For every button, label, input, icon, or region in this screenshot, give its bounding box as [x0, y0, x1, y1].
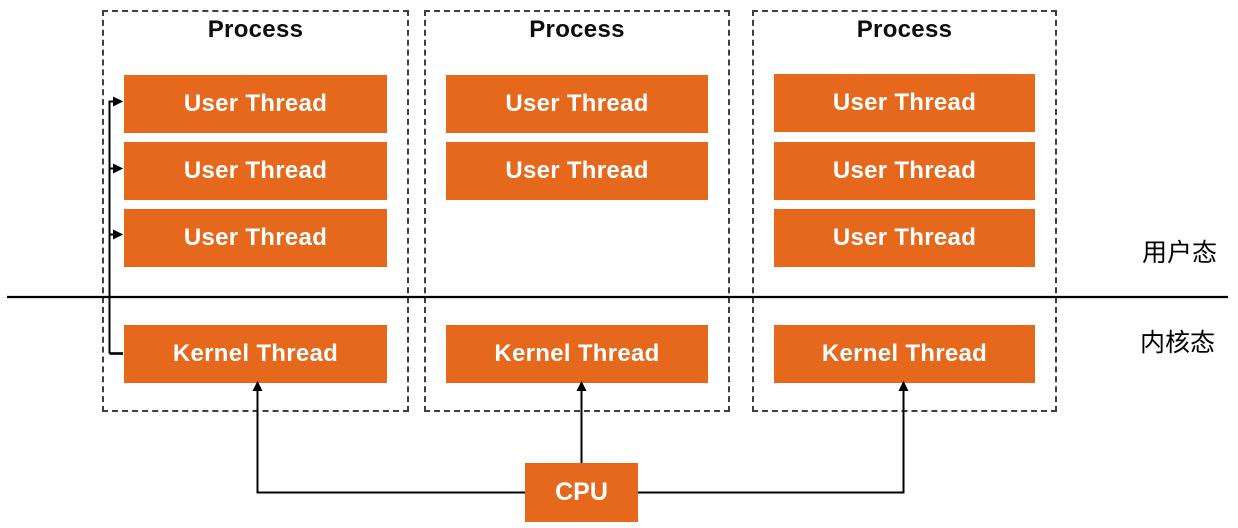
process-title: Process: [207, 16, 304, 43]
user-thread-box: User Thread: [446, 142, 708, 200]
user-thread-box: User Thread: [124, 209, 387, 267]
user-thread-box: User Thread: [124, 75, 387, 133]
process-title: Process: [856, 16, 953, 43]
process-title: Process: [529, 16, 625, 43]
kernel-thread-box: Kernel Thread: [124, 325, 387, 383]
user-thread-box: User Thread: [774, 209, 1035, 267]
process-box-3: Process User Thread User Thread User Thr…: [752, 10, 1057, 412]
user-thread-box: User Thread: [774, 142, 1035, 200]
kernel-thread-box: Kernel Thread: [446, 325, 708, 383]
cpu-box: CPU: [525, 463, 638, 522]
kernel-mode-label: 内核态: [1140, 329, 1216, 357]
process-box-2: Process User Thread User Thread Kernel T…: [424, 10, 730, 412]
kernel-thread-box: Kernel Thread: [774, 325, 1035, 383]
user-thread-box: User Thread: [774, 74, 1035, 132]
user-mode-label: 用户态: [1142, 239, 1218, 267]
process-box-1: Process User Thread User Thread User Thr…: [102, 10, 409, 412]
user-thread-box: User Thread: [124, 142, 387, 200]
user-thread-box: User Thread: [446, 75, 708, 133]
